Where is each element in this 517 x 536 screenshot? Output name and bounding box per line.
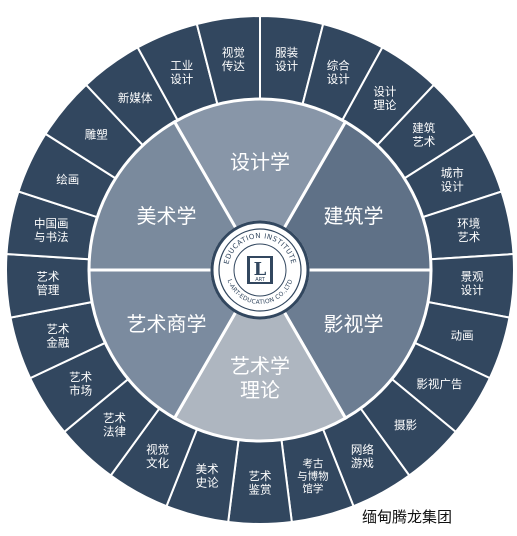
center-logo: EDUCATION INSTITUTE L-ART-EDUCATION CO.,… [210, 220, 310, 320]
outer-segment-label: 艺术金融 [46, 322, 69, 350]
outer-segment-label: 艺术市场 [69, 370, 92, 398]
inner-sector-label: 艺术商学 [126, 312, 206, 336]
outer-segment-label: 建筑艺术 [412, 121, 435, 149]
outer-segment-label: 网络游戏 [351, 443, 374, 471]
outer-segment-label: 视觉文化 [146, 443, 169, 471]
logo-mark-text: ART [255, 277, 266, 283]
outer-segment-label: 艺术鉴赏 [249, 469, 272, 497]
outer-segment-label: 美术史论 [196, 462, 219, 490]
outer-segment-label: 绘画 [56, 173, 79, 187]
outer-segment-label: 新媒体 [118, 91, 153, 105]
inner-sector-label: 设计学 [230, 150, 290, 174]
outer-segment-label: 设计理论 [373, 84, 396, 112]
outer-segment-label: 环境艺术 [457, 217, 480, 245]
footer-caption: 缅甸腾龙集团 [362, 508, 453, 526]
outer-segment-label: 影视广告 [416, 377, 462, 391]
outer-segment-label: 视觉传达 [222, 46, 245, 74]
outer-segment-label: 雕塑 [85, 128, 108, 142]
outer-ring: 服装设计 综合设计设计理论建筑艺术城市设计环境艺术景观设计动画影视广告摄影网络游戏… [5, 14, 515, 525]
logo-letter: L [254, 259, 267, 280]
outer-segment-label: 艺术管理 [36, 270, 59, 298]
outer-segment-label: 工业设计 [170, 59, 193, 87]
outer-segment-label: 中国画与书法 [34, 217, 69, 245]
outer-segment-label: 服装设计 [275, 46, 298, 74]
inner-sector-label: 艺术学理论 [230, 354, 290, 402]
outer-segment-label: 城市设计 [441, 166, 464, 194]
inner-sector-label: 美术学 [136, 204, 196, 228]
outer-segment-label: 艺术法律 [103, 411, 126, 439]
outer-segment-label: 考古与博物馆学 [297, 457, 329, 495]
inner-sector-label: 影视学 [324, 312, 384, 336]
outer-segment-label: 动画 [451, 329, 474, 343]
outer-segment-label: 景观设计 [461, 270, 484, 298]
outer-segment-label: 摄影 [394, 418, 417, 432]
inner-sector-label: 建筑学 [324, 204, 384, 228]
outer-segment-label: 综合设计 [327, 59, 350, 87]
